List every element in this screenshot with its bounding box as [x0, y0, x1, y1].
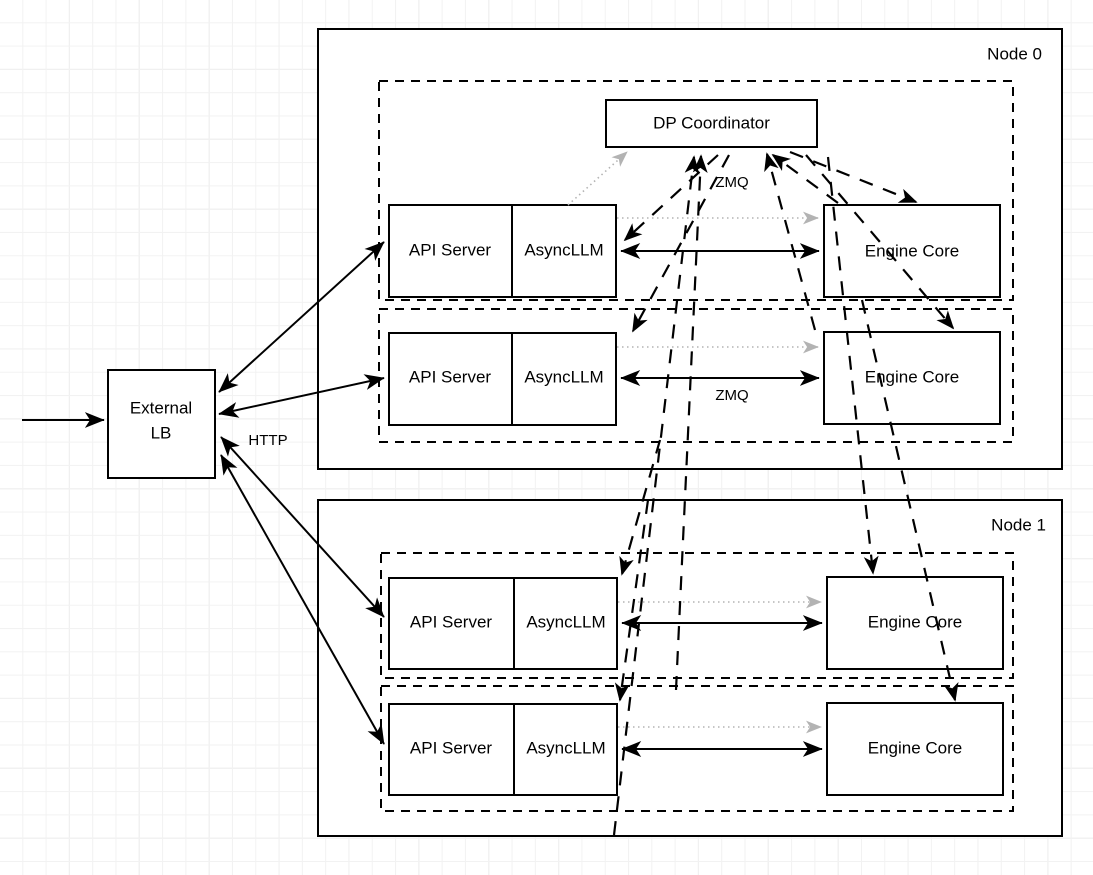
- node-0-rank-0-engine-core-label: Engine Core: [865, 241, 960, 260]
- node-1-label: Node 1: [991, 515, 1046, 534]
- lb-to-node-0-rank-1-arrow: [218, 374, 385, 418]
- node-1-rank-1-group: [380, 685, 1014, 812]
- node-0-rank-0-engine-core-box[interactable]: [823, 204, 1001, 298]
- node-1-rank-0-engine-core-label: Engine Core: [868, 612, 963, 631]
- node-1-rank-1-api-server-label: API Server: [410, 738, 493, 757]
- coordinator-to-n1r1-engine: [860, 299, 959, 702]
- node-0-rank-1-api-server-label: API Server: [409, 367, 492, 386]
- http-label: HTTP: [248, 432, 287, 449]
- node-1-rank-0-engine-core-box[interactable]: [826, 576, 1004, 670]
- node-0-label: Node 0: [987, 44, 1042, 63]
- node-0-rank-0-asyncllm-label: AsyncLLM: [524, 240, 603, 259]
- dp-coordinator-box[interactable]: [605, 99, 818, 148]
- node-1-rank-1-asyncllm-label: AsyncLLM: [526, 738, 605, 757]
- node-1-rank-0-asyncllm-label: AsyncLLM: [526, 612, 605, 631]
- lb-to-node-1-rank-1-arrow: [220, 454, 385, 745]
- n0r0-engine-to-coordinator: [771, 153, 839, 204]
- node-0-rank-1-server-box[interactable]: [388, 332, 617, 426]
- external-lb-box[interactable]: [107, 369, 216, 479]
- coordinator-to-n0r0-asyncllm-side: [623, 154, 719, 242]
- coordinator-to-n0r1-asyncllm-side: [632, 154, 730, 333]
- node-1-rank-1-engine-core-label: Engine Core: [868, 738, 963, 757]
- coordinator-to-n1r0-engine: [826, 156, 879, 575]
- dp-coordinator-label: DP Coordinator: [653, 113, 770, 132]
- coordinator-to-n1r1-asyncllm-side: [614, 499, 650, 702]
- external-lb-label-line1: External: [130, 398, 192, 417]
- node-0-rank-1-zmq-label: ZMQ: [715, 387, 748, 404]
- zmq-top-label: ZMQ: [715, 174, 748, 191]
- node-1-rank-1-server-box[interactable]: [388, 703, 618, 796]
- n1r1-engine-to-coordinator: [612, 155, 700, 836]
- node-0-rank-1-engine-core-box[interactable]: [823, 331, 1001, 425]
- node-0-rank-1-asyncllm-label: AsyncLLM: [524, 367, 603, 386]
- asyncllm-to-coordinator-dotted: [567, 151, 628, 206]
- coordinator-to-n0r0-engine: [789, 150, 918, 204]
- node-0-rank-0-server-box[interactable]: [388, 204, 617, 298]
- node-0-rank-1-engine-core-label: Engine Core: [865, 367, 960, 386]
- lb-to-node-0-rank-0-arrow: [218, 241, 385, 393]
- node-1-rank-0-api-server-label: API Server: [410, 612, 493, 631]
- node-1-rank-0-group: [380, 552, 1014, 679]
- node-1-rank-1-engine-core-box[interactable]: [826, 702, 1004, 796]
- node-0-rank-0-group: [378, 80, 1014, 301]
- n0r1-engine-to-coordinator: [764, 152, 817, 331]
- external-lb-label-line2: LB: [151, 423, 172, 442]
- node-0-rank-0-api-server-label: API Server: [409, 240, 492, 259]
- node-1-rank-0-server-box[interactable]: [388, 577, 618, 670]
